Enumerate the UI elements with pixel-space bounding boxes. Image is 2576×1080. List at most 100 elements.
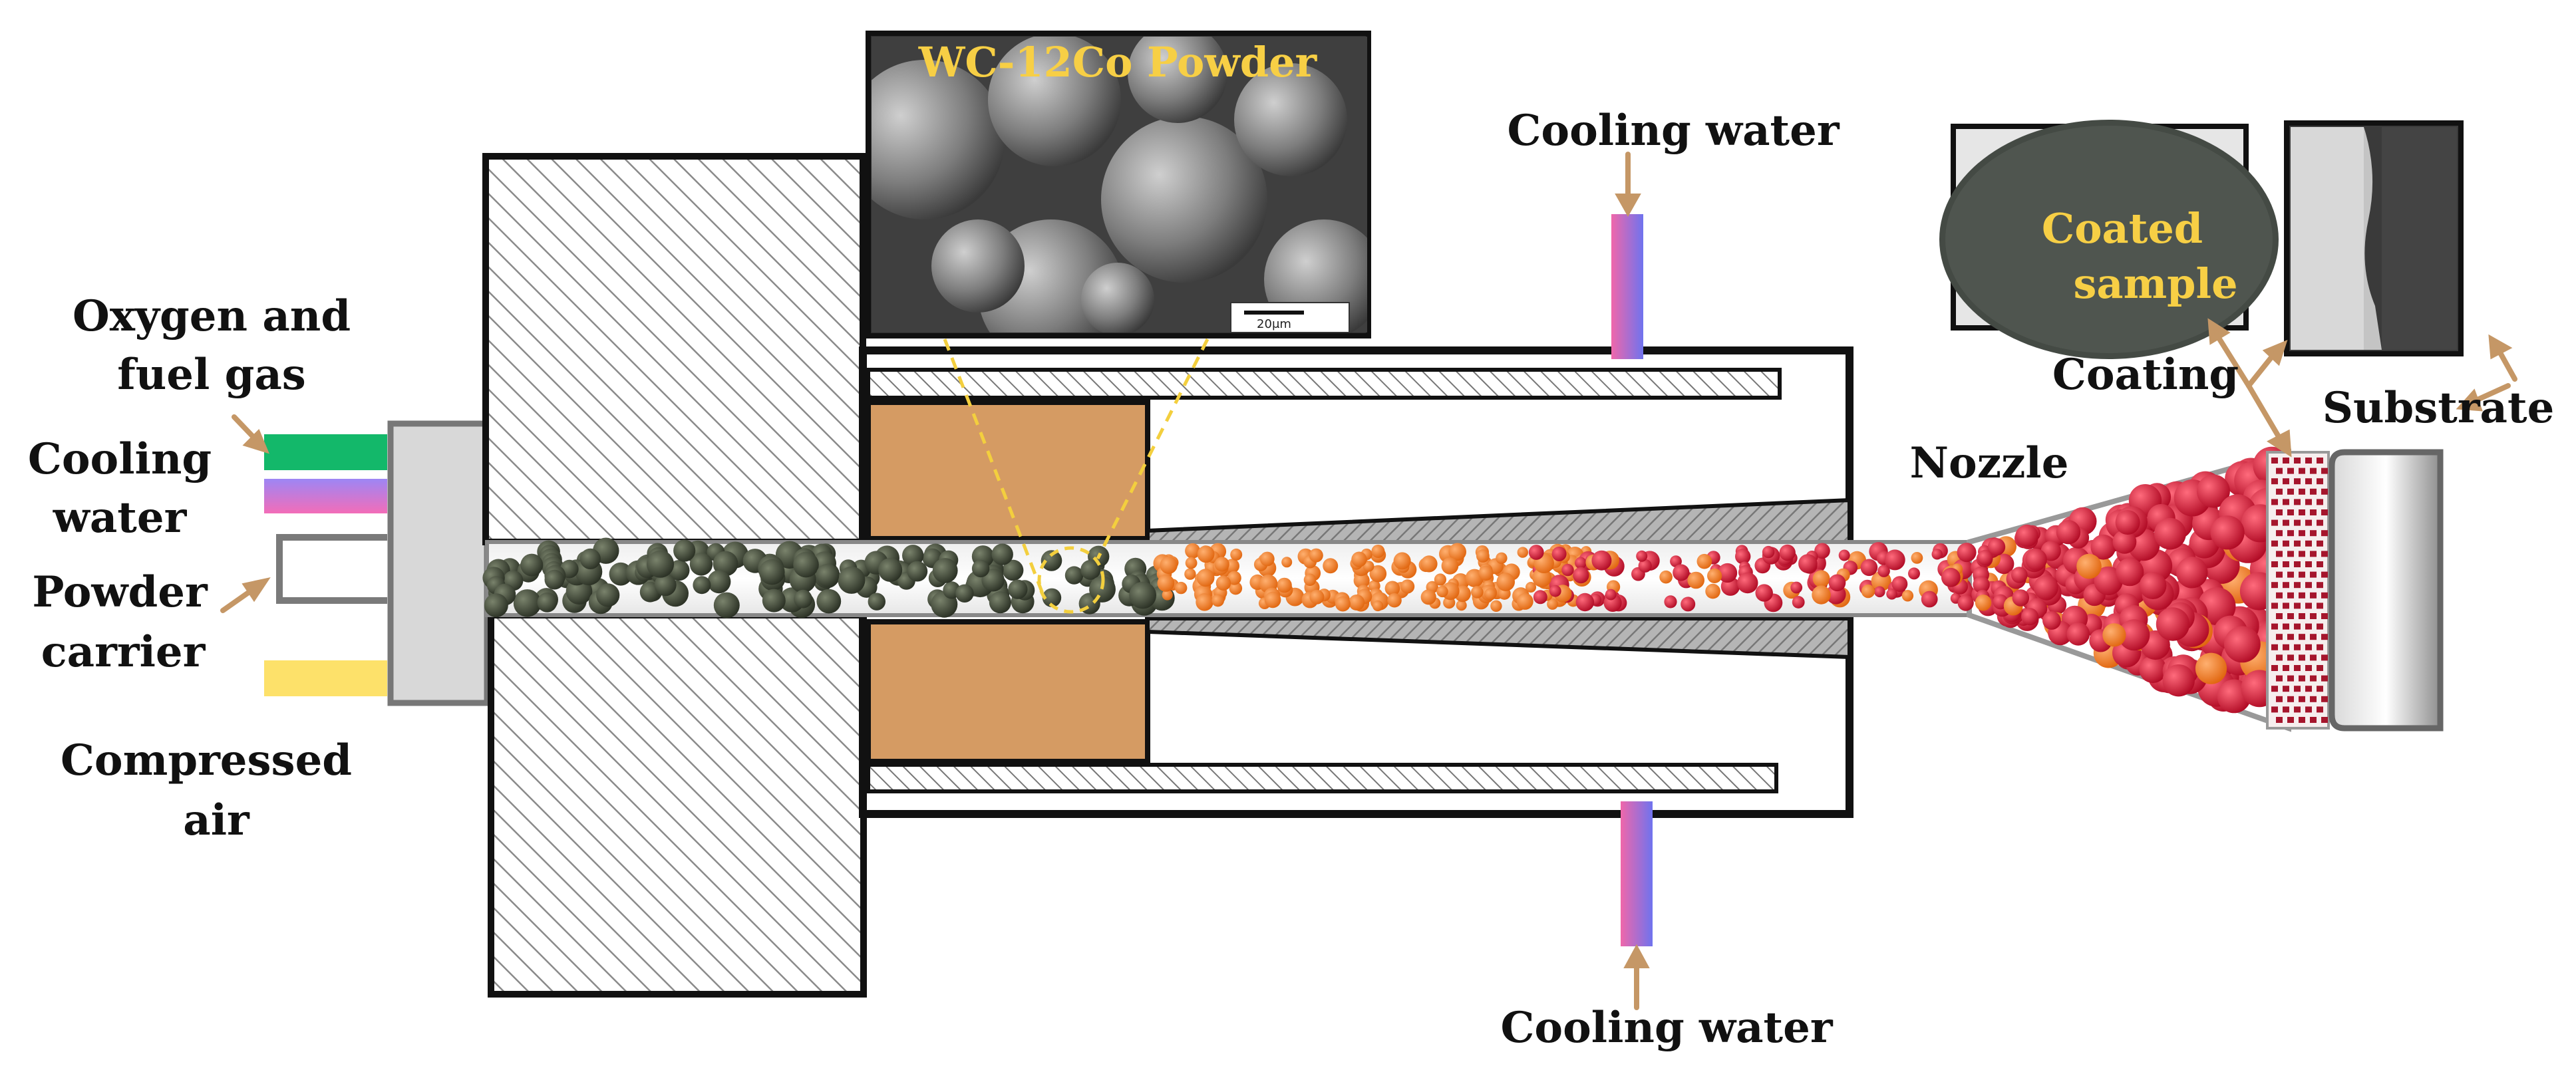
coating-splat bbox=[2305, 519, 2312, 526]
molten-particle bbox=[1718, 563, 1738, 583]
semi-melted-particle bbox=[1490, 600, 1502, 612]
coating-splat bbox=[2305, 458, 2312, 464]
semi-melted-particle bbox=[1371, 545, 1385, 558]
coating-splat bbox=[2305, 499, 2312, 505]
coating-splat bbox=[2317, 603, 2323, 609]
molten-particle bbox=[1921, 591, 1938, 608]
semi-melted-particle bbox=[1157, 575, 1175, 592]
coating-splat bbox=[2310, 613, 2317, 619]
coating-layer bbox=[2266, 451, 2330, 730]
semi-melted-particle bbox=[1227, 571, 1241, 585]
coating-splat bbox=[2271, 603, 2278, 609]
coating-splat bbox=[2294, 644, 2301, 650]
coating-splat bbox=[2271, 686, 2278, 692]
semi-melted-particle bbox=[1393, 552, 1411, 570]
coating-splat bbox=[2287, 551, 2294, 557]
coating-splat bbox=[2321, 613, 2328, 619]
semi-melted-particle bbox=[1229, 581, 1243, 595]
unmelted-particle bbox=[991, 543, 1013, 565]
molten-particle bbox=[2011, 567, 2028, 583]
molten-particle bbox=[1792, 596, 1805, 608]
coating-splat bbox=[2310, 488, 2317, 495]
combustion-block-upper bbox=[866, 400, 1150, 541]
cooling-jacket-bottom bbox=[866, 763, 1778, 793]
molten-particle bbox=[1941, 567, 1961, 587]
molten-particle bbox=[1861, 584, 1875, 599]
unmelted-particle bbox=[907, 561, 928, 582]
semi-melted-particle bbox=[1436, 585, 1448, 598]
molten-particle bbox=[1812, 585, 1831, 605]
unmelted-particle bbox=[484, 593, 508, 618]
coating-splat bbox=[2271, 458, 2278, 464]
coating-splat bbox=[2321, 488, 2328, 495]
powder-inset-title: WC-12Co Powder bbox=[918, 38, 1318, 86]
nozzle-label: Nozzle bbox=[1910, 438, 2069, 488]
cooling-water-bottom-label: Cooling water bbox=[1500, 1003, 1833, 1053]
coating-splat bbox=[2299, 696, 2305, 702]
molten-particle bbox=[1814, 543, 1830, 559]
molten-particle bbox=[1687, 571, 1704, 589]
molten-particle bbox=[2139, 572, 2167, 599]
coating-splat bbox=[2287, 696, 2294, 702]
coating-splat bbox=[2299, 717, 2305, 723]
coating-splat bbox=[2271, 540, 2278, 547]
molten-particle bbox=[1551, 546, 1567, 561]
semi-melted-particle bbox=[1351, 551, 1367, 567]
coating-splat bbox=[2305, 561, 2312, 567]
coated-sample-photo: Coated sample bbox=[1939, 120, 2279, 359]
coating-splat bbox=[2310, 592, 2317, 599]
molten-particle bbox=[2033, 575, 2058, 600]
coating-splat bbox=[2283, 519, 2289, 526]
molten-particle bbox=[1860, 559, 1878, 577]
molten-particle bbox=[1911, 552, 1923, 564]
semi-melted-particle bbox=[1516, 593, 1533, 610]
coating-splat bbox=[2321, 696, 2328, 702]
unmelted-particle bbox=[707, 570, 731, 594]
oxygen-fuel-label-1: Oxygen and bbox=[73, 291, 351, 341]
unmelted-particle bbox=[646, 550, 675, 578]
coating-splat bbox=[2317, 478, 2323, 485]
unmelted-particle bbox=[902, 545, 924, 567]
molten-particle bbox=[2118, 619, 2150, 651]
molten-particle bbox=[2210, 515, 2245, 550]
semi-melted-particle bbox=[1496, 552, 1508, 564]
semi-melted-particle bbox=[1496, 573, 1515, 591]
unmelted-particle bbox=[794, 589, 812, 608]
coating-splat bbox=[2287, 571, 2294, 578]
unmelted-particle bbox=[971, 559, 990, 578]
coating-splat bbox=[2317, 499, 2323, 505]
coating-splat bbox=[2294, 665, 2301, 671]
unmelted-particle bbox=[762, 589, 786, 612]
unmelted-particle bbox=[689, 553, 713, 576]
coating-splat bbox=[2276, 675, 2283, 682]
coating-splat bbox=[2287, 717, 2294, 723]
molten-particle bbox=[1575, 557, 1587, 569]
molten-particle bbox=[2066, 622, 2090, 646]
unmelted-particle bbox=[1080, 559, 1101, 580]
coating-splat bbox=[2283, 665, 2289, 671]
coating-splat bbox=[2305, 665, 2312, 671]
coating-splats bbox=[2271, 458, 2328, 723]
molten-particle bbox=[1975, 595, 1992, 611]
semi-melted-particle bbox=[1420, 589, 1436, 605]
coating-splat bbox=[2276, 530, 2283, 537]
coating-splat bbox=[2321, 509, 2328, 515]
molten-particle bbox=[1790, 581, 1803, 594]
coating-splat bbox=[2299, 613, 2305, 619]
semi-melted-particle bbox=[1471, 586, 1484, 599]
unmelted-particle bbox=[1129, 581, 1156, 609]
unmelted-particle bbox=[596, 583, 620, 607]
coating-splat bbox=[2283, 623, 2289, 630]
molten-particle bbox=[1957, 595, 1974, 611]
molten-particle bbox=[1659, 570, 1673, 584]
molten-particle bbox=[1779, 544, 1796, 561]
semi-melted-particle bbox=[1185, 557, 1198, 569]
molten-particle bbox=[1561, 563, 1574, 577]
coating-splat bbox=[2305, 706, 2312, 713]
coating-splat bbox=[2283, 582, 2289, 589]
zoom-line-left bbox=[943, 338, 1046, 599]
semi-melted-particle bbox=[1160, 556, 1178, 574]
coating-splat bbox=[2299, 654, 2305, 661]
powder-carrier-line bbox=[276, 534, 387, 604]
coating-splat bbox=[2321, 468, 2328, 474]
